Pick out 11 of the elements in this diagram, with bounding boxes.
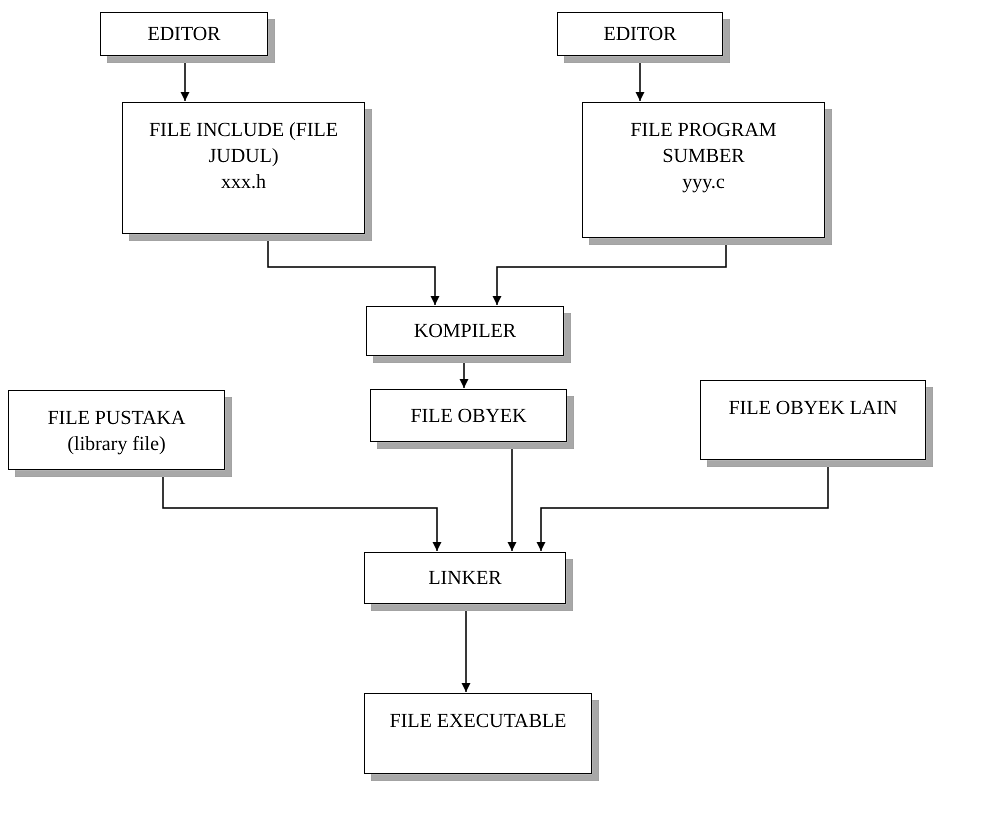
box-label: FILE OBYEK [410,404,527,428]
box-label: EDITOR [148,22,220,47]
box-label: KOMPILER [414,319,516,344]
box-label: FILE PUSTAKA (library file) [46,406,186,457]
box-label: FILE INCLUDE (FILE JUDUL) [148,118,339,169]
box-label: FILE EXECUTABLE [390,709,566,734]
box-label: FILE OBYEK LAIN [728,396,898,421]
box-label: LINKER [428,566,502,591]
box-label: yyy.c [682,170,725,195]
box-label: xxx.h [221,170,266,195]
box-label: EDITOR [604,22,676,47]
